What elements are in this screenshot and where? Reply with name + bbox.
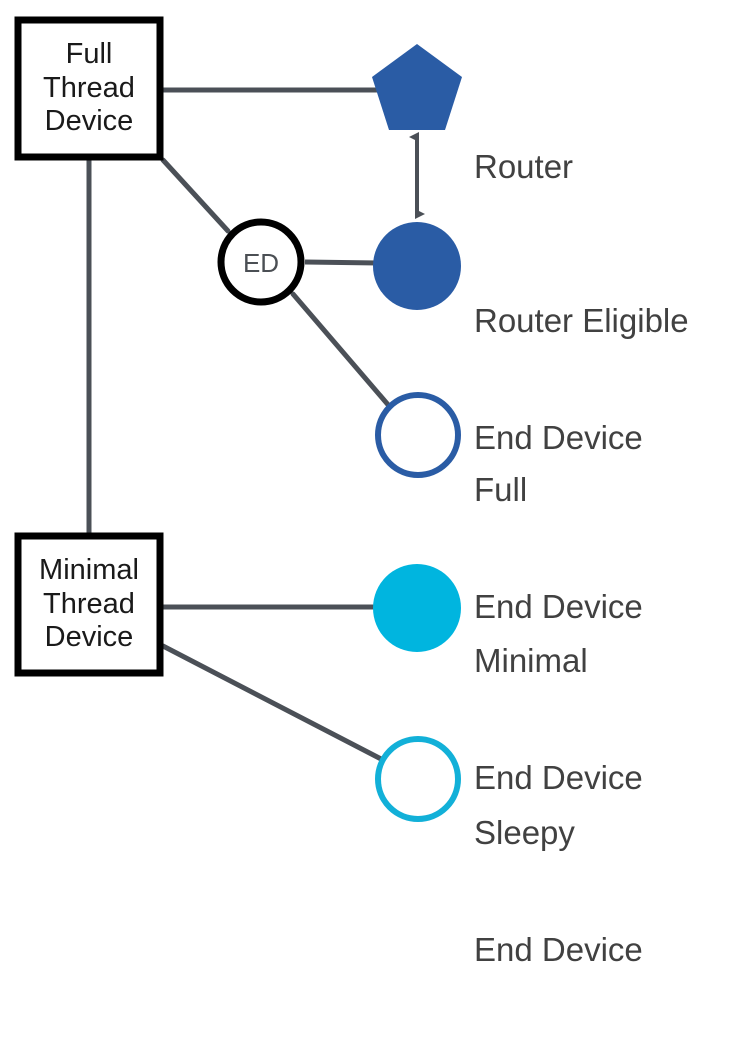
reed-legend-label-line-1: Router Eligible — [474, 301, 689, 339]
sed-legend-label-line-1: Sleepy — [474, 813, 575, 851]
edge-ftd-to-ed — [160, 157, 231, 234]
router-legend-label: Router — [474, 70, 573, 265]
minimal-end-device-legend-label: Minimal End Device — [474, 564, 643, 876]
end-device-node-label: ED — [242, 248, 280, 278]
sleepy-end-device-circle-icon[interactable] — [375, 736, 461, 822]
edge-ed-to-fed — [290, 291, 393, 410]
full-end-device-circle-icon[interactable] — [375, 392, 461, 478]
end-device-node-circle[interactable] — [217, 218, 305, 306]
edge-ed-to-reed — [304, 259, 379, 266]
edge-mtd-to-sed — [160, 643, 386, 763]
fed-legend-label-line-2: End Device — [474, 587, 643, 625]
router-pentagon-icon[interactable] — [372, 44, 462, 130]
router-eligible-end-device-circle-icon[interactable] — [373, 222, 461, 310]
thread-device-type-diagram: Full Thread Device Minimal Thread Device… — [14, 16, 689, 968]
full-thread-device-box[interactable] — [14, 16, 164, 161]
minimal-end-device-circle-icon[interactable] — [373, 564, 461, 652]
med-legend-label-line-1: Minimal — [474, 641, 588, 679]
edge-layer — [86, 87, 425, 763]
router-eligible-end-device-legend-label: Router Eligible End Device — [474, 224, 689, 536]
node-shape-layer — [14, 16, 305, 677]
full-end-device-legend-label: Full End Device — [474, 393, 643, 705]
minimal-thread-device-box[interactable] — [14, 532, 164, 677]
med-legend-label-line-2: End Device — [474, 758, 643, 796]
diagram-canvas — [14, 16, 462, 822]
legend-shape-layer — [372, 44, 462, 822]
reed-legend-label-line-2: End Device — [474, 418, 643, 456]
router-legend-label-line-1: Router — [474, 147, 574, 185]
sed-legend-label-line-2: End Device — [474, 930, 643, 968]
sleepy-end-device-legend-label: Sleepy End Device — [474, 736, 643, 1048]
fed-legend-label-line-1: Full — [474, 470, 528, 508]
